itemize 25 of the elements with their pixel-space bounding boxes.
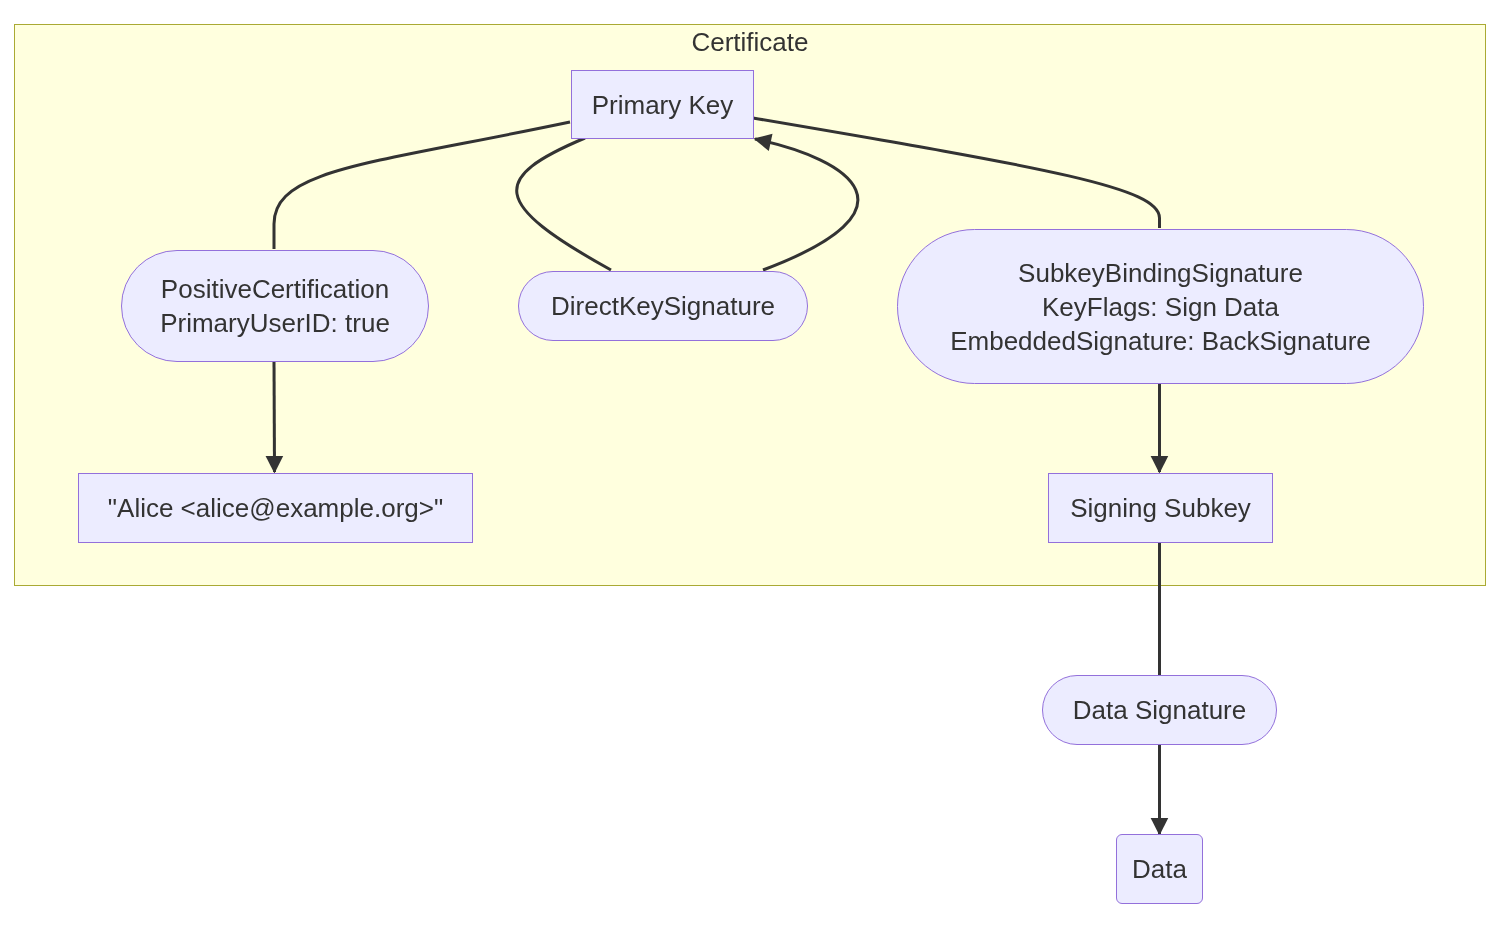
node-label: SubkeyBindingSignature xyxy=(1018,256,1303,290)
connector-line xyxy=(1158,542,1161,675)
arrow xyxy=(265,361,284,474)
connector-line xyxy=(272,120,571,249)
process-box xyxy=(1048,473,1273,543)
node-label: PrimaryUserID: true xyxy=(160,307,390,340)
connector-line xyxy=(752,116,1161,228)
node-label: PositiveCertification xyxy=(160,273,390,306)
node-label: Signing Subkey xyxy=(1070,492,1251,525)
process-box xyxy=(571,70,754,139)
node-label: Primary Key xyxy=(591,88,734,122)
group-frame xyxy=(14,24,1486,586)
node-label: "Alice <alice@example.org>" xyxy=(107,492,444,525)
node-label: Data xyxy=(1132,853,1187,886)
node-label: EmbeddedSignature: BackSignature xyxy=(950,324,1371,358)
process-box xyxy=(78,473,473,543)
group-title: Certificate xyxy=(691,27,809,57)
arrow xyxy=(753,134,860,272)
connector-line xyxy=(515,136,612,272)
arrow xyxy=(1150,383,1169,474)
arrow xyxy=(1150,745,1169,836)
node-label: KeyFlags: Sign Data xyxy=(1042,290,1279,324)
node-label: Data Signature xyxy=(1072,694,1247,727)
node-label: DirectKeySignature xyxy=(551,290,775,323)
process-box xyxy=(1116,834,1203,904)
